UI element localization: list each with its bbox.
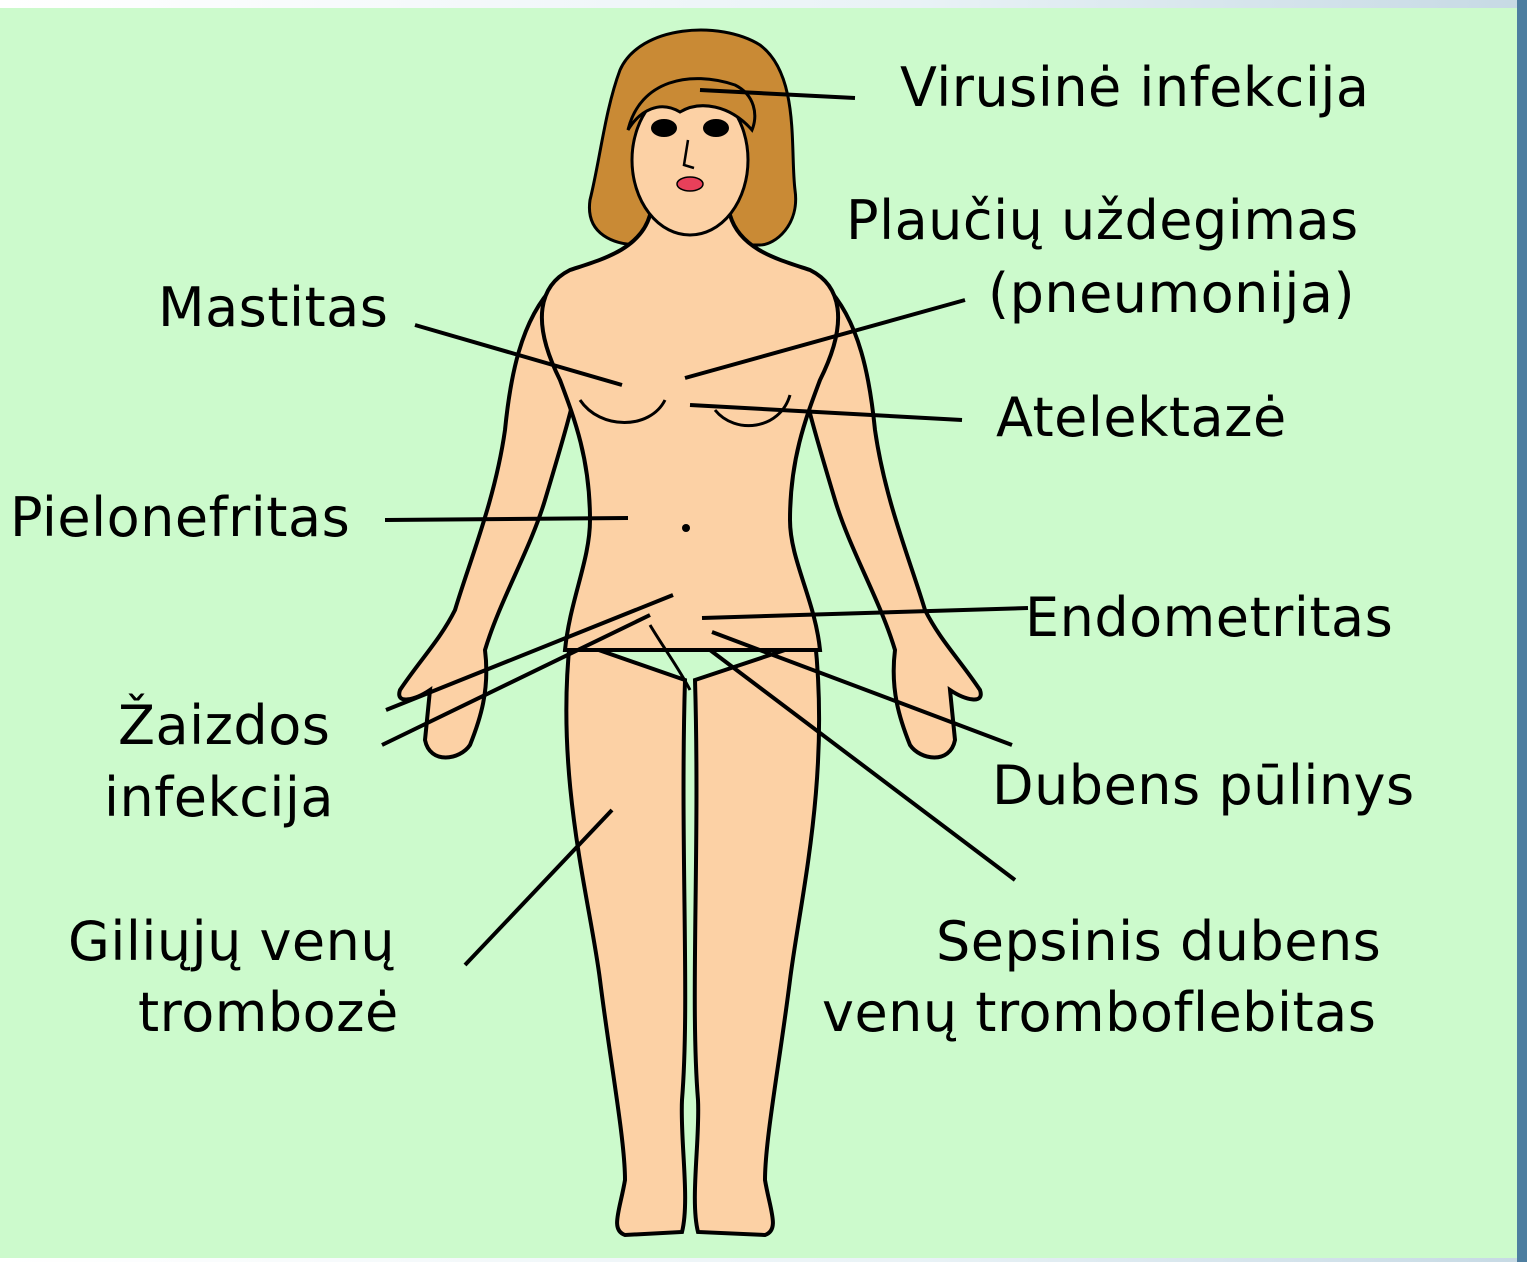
label-giliuju-venu: Giliųjų venų [68,906,395,978]
label-infekcija: infekcija [104,762,334,834]
lips [677,177,703,191]
left-leg [566,640,685,1235]
label-virusine-infekcija: Virusinė infekcija [900,52,1369,124]
label-endometritas: Endometritas [1025,582,1393,654]
right-leg [695,640,819,1235]
left-eye [651,119,677,137]
label-pneumonija: (pneumonija) [988,258,1355,330]
label-venu-tromboflebitas: venų tromboflebitas [822,977,1376,1049]
label-mastitas: Mastitas [158,272,388,344]
label-sepsinis-dubens: Sepsinis dubens [936,906,1381,978]
right-eye [703,119,729,137]
label-tromboze: trombozė [138,977,399,1049]
leader-pielonefritas [385,518,628,520]
label-atelektaze: Atelektazė [996,382,1287,454]
label-dubens-pulinys: Dubens pūlinys [992,750,1415,822]
label-plauciu-uzdegimas: Plaučių uždegimas [846,185,1359,257]
torso [542,215,838,650]
label-zaizdos: Žaizdos [118,690,330,762]
navel [682,524,690,532]
label-pielonefritas: Pielonefritas [10,482,350,554]
